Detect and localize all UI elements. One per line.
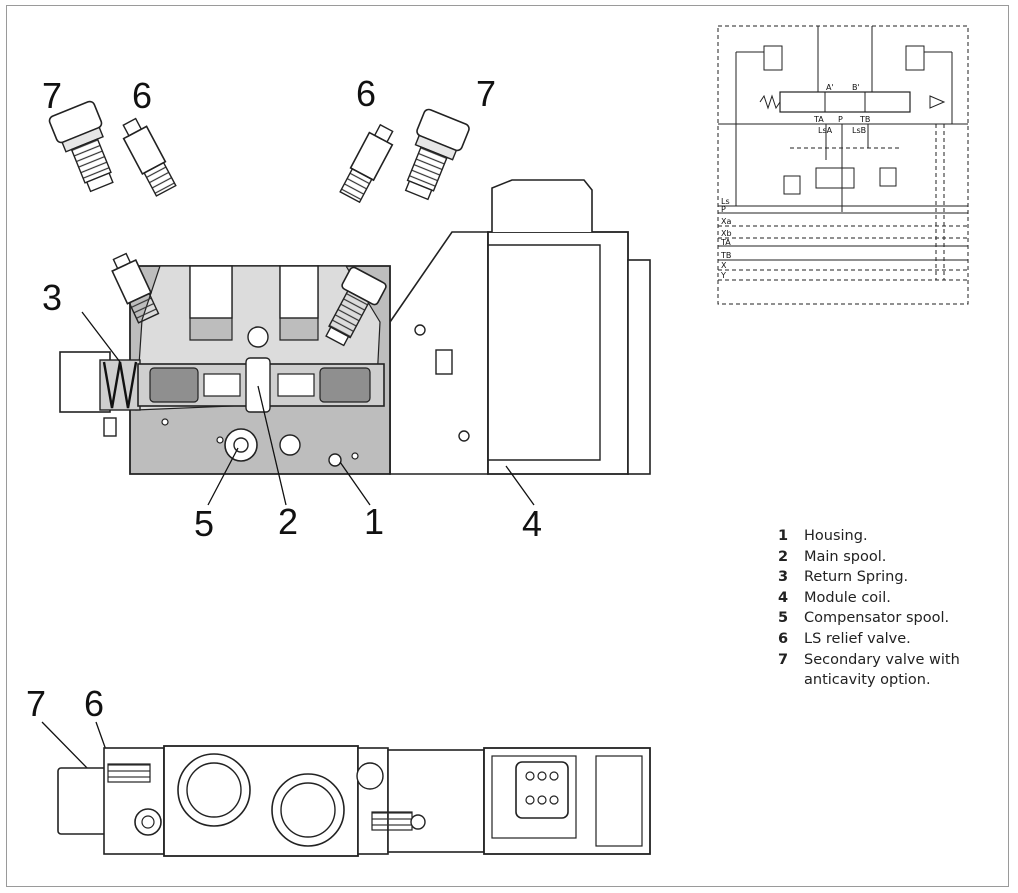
callout-bottom-7: 7 <box>26 683 46 724</box>
legend-text: Compensator spool. <box>804 610 950 627</box>
callout-1: 1 <box>364 501 384 542</box>
legend-item: 1 Housing. <box>778 526 998 547</box>
secondary-valve-right <box>404 108 470 201</box>
callout-4: 4 <box>522 503 542 544</box>
port-tb-label: TB <box>859 115 870 124</box>
port-a-label: A' <box>826 83 834 92</box>
callout-top-right-6: 6 <box>356 73 376 114</box>
parts-legend: 1 Housing. 2 Main spool. 3 Return Spring. 4… <box>778 526 998 691</box>
callout-2: 2 <box>278 501 298 542</box>
line-label-ls: Ls <box>721 197 730 206</box>
line-label-xb: Xb <box>721 229 732 238</box>
legend-item: 6 LS relief valve. <box>778 629 998 650</box>
callout-5: 5 <box>194 503 214 544</box>
ls-relief-valve-left <box>122 117 177 197</box>
legend-item: 3 Return Spring. <box>778 567 998 588</box>
module-coil <box>389 179 651 475</box>
callout-3: 3 <box>42 277 62 318</box>
legend-item: 2 Main spool. <box>778 547 998 568</box>
schematic-labels: A' B' TA P TB LsA LsB Ls P Xa Xb TA TB X… <box>720 83 870 280</box>
legend-item: 5 Compensator spool. <box>778 608 998 629</box>
legend-item: 4 Module coil. <box>778 588 998 609</box>
legend-number: 3 <box>778 569 789 586</box>
port-ta-label: TA <box>813 115 824 124</box>
callout-top-left-7: 7 <box>42 75 62 116</box>
mounted-ls-relief-valve <box>111 252 160 324</box>
line-label-tb: TB <box>720 251 731 260</box>
line-label-x: X <box>721 261 727 270</box>
legend-text: Housing. <box>804 528 868 544</box>
port-lsb-label: LsB <box>852 126 866 135</box>
line-label-ta: TA <box>720 238 731 247</box>
secondary-valve-left <box>48 100 114 193</box>
legend-number: 1 <box>778 528 789 544</box>
port-lsa-label: LsA <box>818 126 833 135</box>
mounted-secondary-valve <box>325 266 387 347</box>
legend-number: 2 <box>778 548 789 565</box>
line-label-p: P <box>721 205 726 214</box>
ls-relief-valve-right <box>339 123 394 204</box>
port-b-label: B' <box>852 83 860 92</box>
legend-item: 7 Secondary valve with anticavity option. <box>778 650 998 691</box>
legend-text: Module coil. <box>804 589 891 606</box>
callout-top-left-6: 6 <box>132 75 152 116</box>
callout-numbers: 7 6 6 7 3 5 2 1 4 7 6 <box>26 73 542 724</box>
legend-number: 4 <box>778 589 789 606</box>
legend-text: Main spool. <box>804 548 887 565</box>
legend-text: Return Spring. <box>804 569 909 586</box>
callout-bottom-6: 6 <box>84 683 104 724</box>
bottom-view <box>57 745 651 857</box>
line-label-y: Y <box>720 271 726 280</box>
hydraulic-schematic <box>717 25 969 305</box>
legend-text: LS relief valve. <box>804 630 911 647</box>
legend-number: 5 <box>778 610 789 627</box>
legend-text: Secondary valve with anticavity option. <box>804 651 960 689</box>
port-p-label: P <box>838 115 843 124</box>
legend-number: 6 <box>778 630 789 647</box>
return-spring <box>99 359 141 411</box>
main-spool <box>137 357 385 413</box>
line-label-xa: Xa <box>721 217 731 226</box>
callout-top-right-7: 7 <box>476 73 496 114</box>
legend-number: 7 <box>778 651 789 668</box>
figure-frame <box>6 5 1009 887</box>
